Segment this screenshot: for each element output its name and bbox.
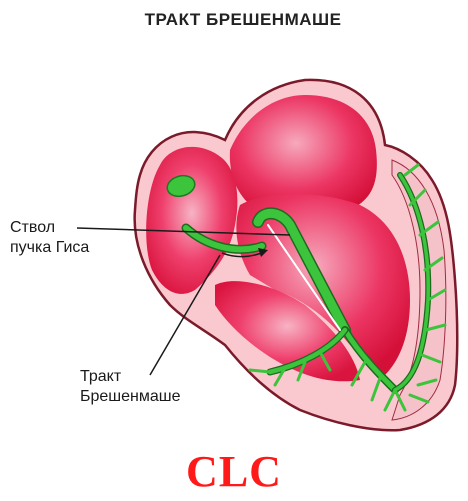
bresenmache-tract-label: Тракт Брешенмаше (80, 367, 181, 407)
his-bundle-label: Ствол пучка Гиса (10, 218, 89, 258)
footer-abbreviation: CLC (0, 446, 468, 497)
